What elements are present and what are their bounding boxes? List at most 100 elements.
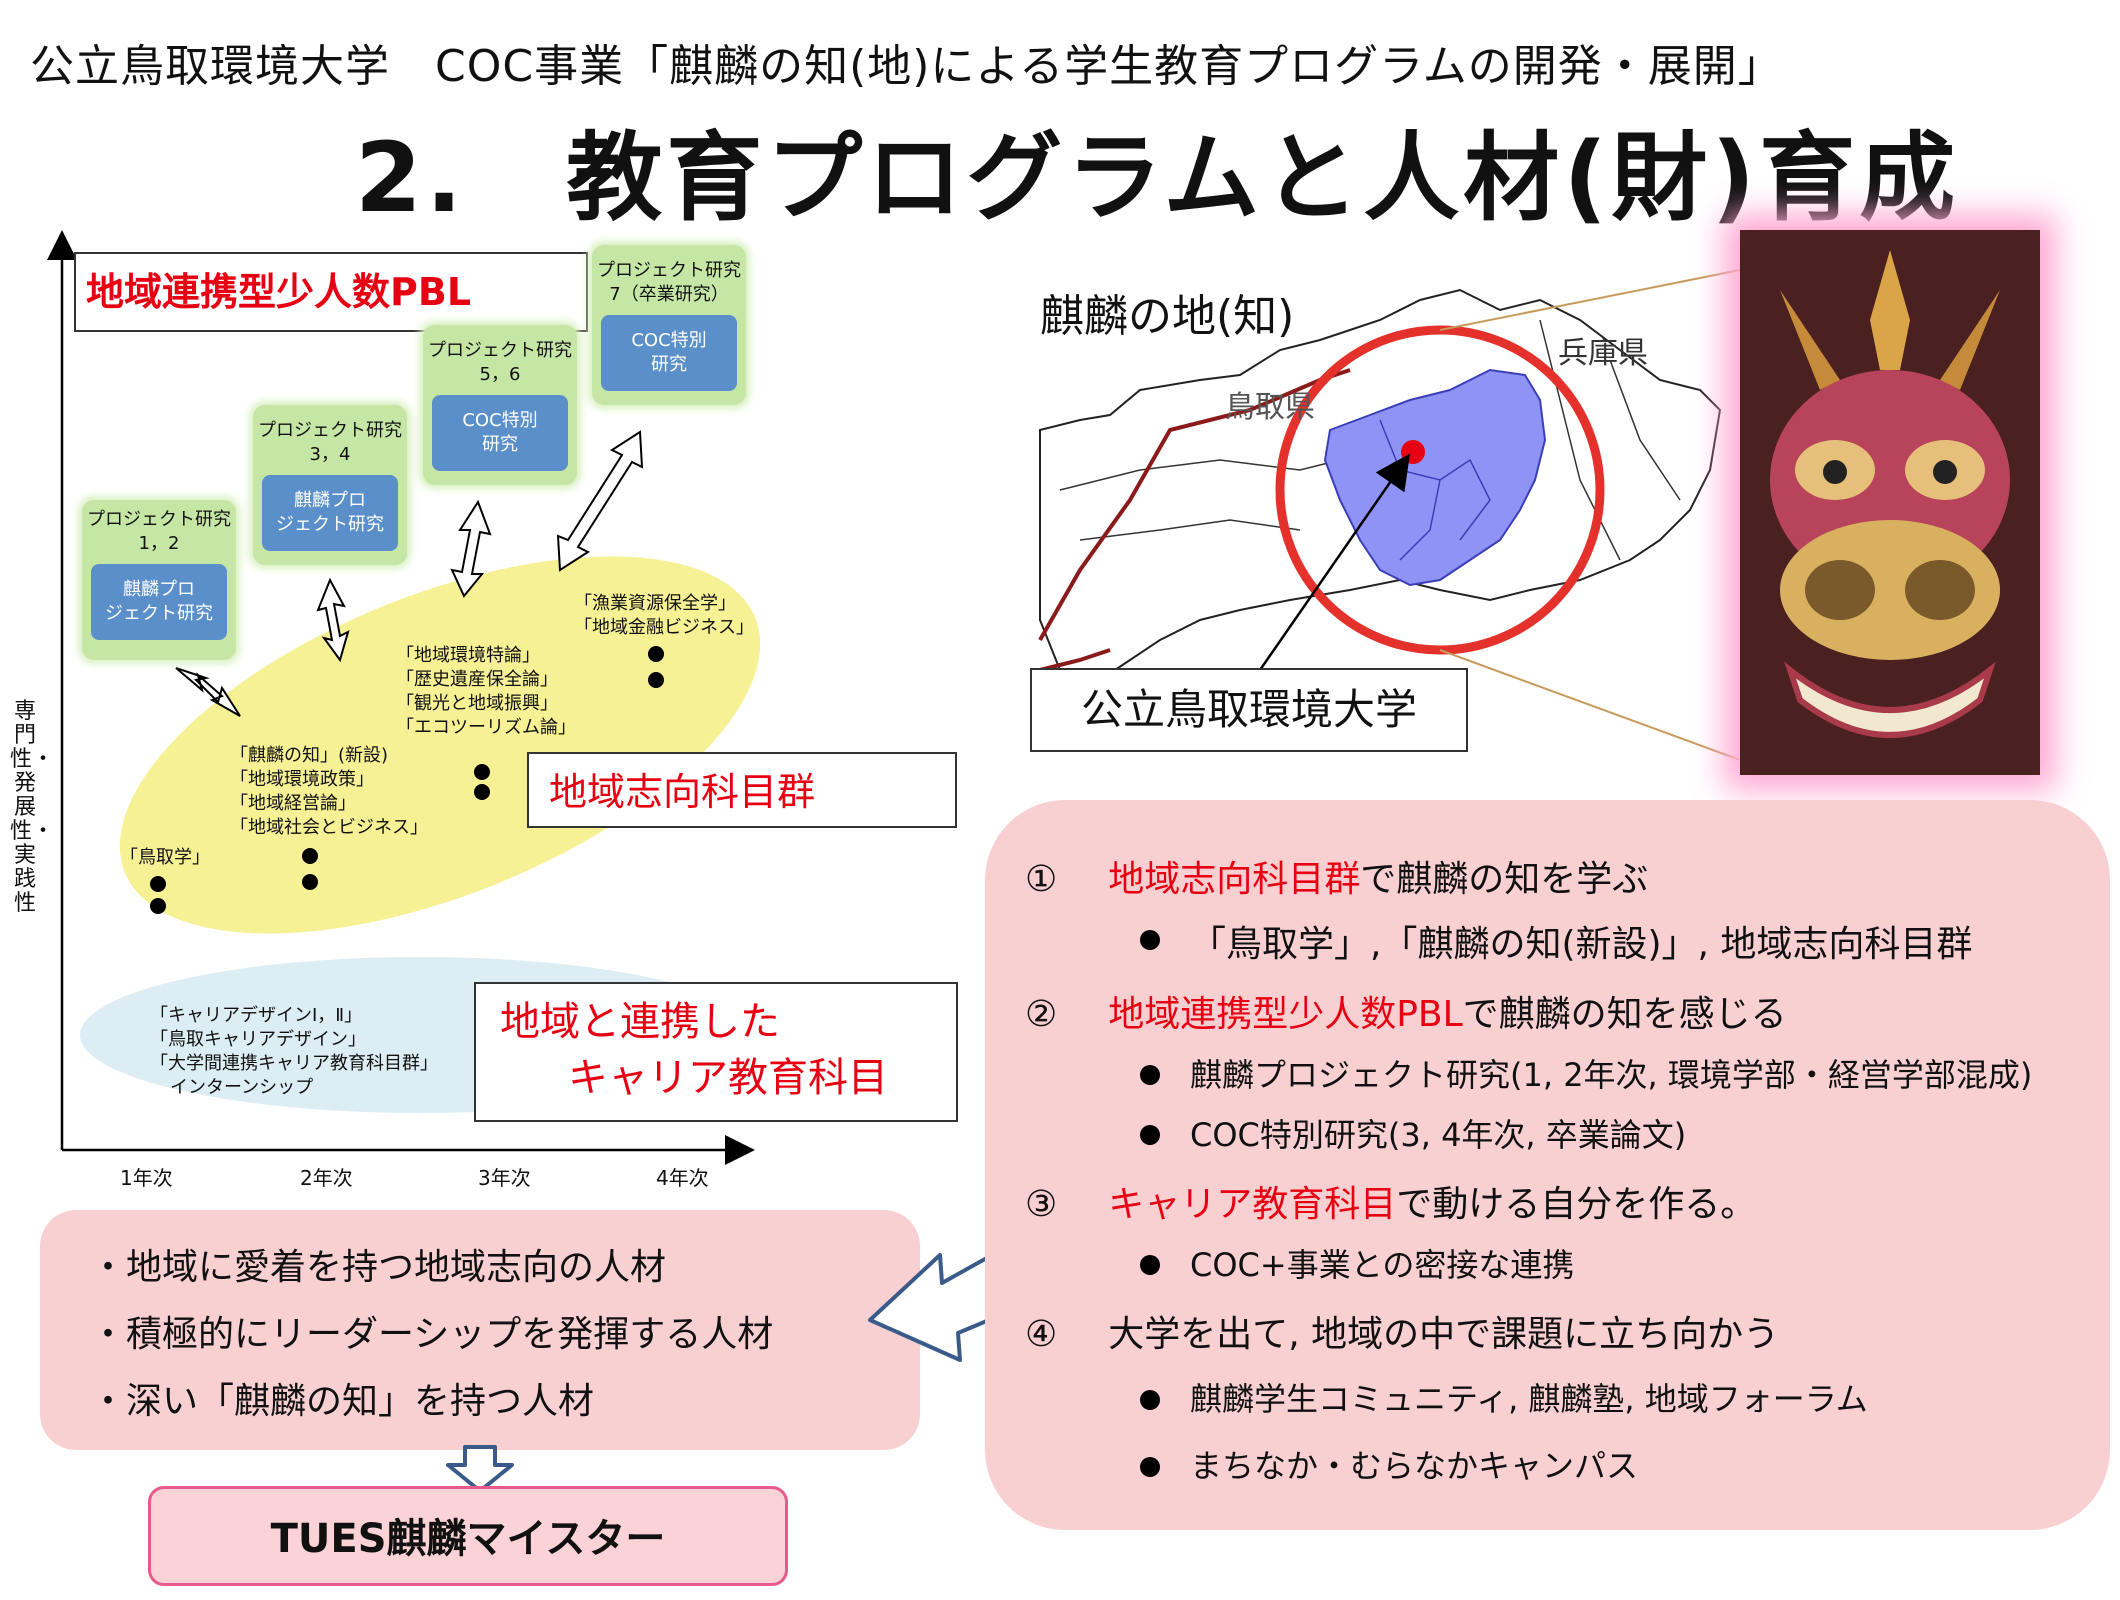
plan-item-highlight: キャリア教育科目	[1108, 1184, 1397, 1225]
course-item: 「麒麟の知」(新設)	[230, 745, 389, 766]
bullet	[1140, 1390, 1160, 1410]
bullet	[1140, 930, 1160, 950]
plan-item-text: で動ける自分を作る。	[1396, 1184, 1757, 1225]
page-title: 2. 教育プログラムと人材(財)育成	[355, 122, 1960, 234]
career-label-line1: 地域と連携した	[500, 999, 780, 1045]
dot	[302, 874, 318, 890]
meister-box: TUES麒麟マイスター	[148, 1486, 788, 1586]
kirin-mask-icon	[1740, 230, 2040, 775]
courses-year4: 「漁業資源保全学」 「地域金融ビジネス」	[574, 592, 754, 640]
plan-item-4: ④ 大学を出て, 地域の中で課題に立ち向かう	[1025, 1305, 1779, 1357]
course-item: 「鳥取学」	[120, 847, 210, 868]
dot	[648, 672, 664, 688]
plan-sub-item: COC+事業との密接な連携	[1190, 1246, 1575, 1284]
project-inner: 麒麟プロ ジェクト研究	[262, 475, 398, 551]
university-location-dot	[1401, 440, 1425, 464]
plan-sub-item: COC特別研究(3, 4年次, 卒業論文)	[1190, 1116, 1687, 1154]
map-figure	[1038, 269, 1740, 760]
career-label-line2: キャリア教育科目	[568, 1055, 888, 1101]
project-label: プロジェクト研究 7（卒業研究）	[597, 260, 741, 305]
double-arrow-3	[450, 499, 492, 598]
y-axis-label: 専門性・発展性・実践性	[10, 699, 55, 916]
outcome-item: ・深い「麒麟の知」を持つ人材	[90, 1381, 595, 1422]
plan-item-number: ②	[1025, 994, 1058, 1035]
map-title: 麒麟の地(知)	[1040, 291, 1295, 342]
course-item: 「大学間連携キャリア教育科目群」	[150, 1053, 438, 1074]
project-box-4: プロジェクト研究 7（卒業研究） COC特別 研究	[592, 245, 746, 405]
course-item: 「地域社会とビジネス」	[230, 817, 428, 838]
project-box-2: プロジェクト研究 3，4 麒麟プロ ジェクト研究	[253, 405, 407, 565]
dot	[474, 764, 490, 780]
career-course-list: 「キャリアデザインⅠ，Ⅱ」 「鳥取キャリアデザイン」 「大学間連携キャリア教育科…	[150, 1004, 438, 1100]
plan-item-text: 大学を出て, 地域の中で課題に立ち向かう	[1108, 1314, 1780, 1355]
project-inner: 麒麟プロ ジェクト研究	[91, 564, 227, 640]
double-arrow-1	[175, 667, 241, 717]
plan-item-1: ① 地域志向科目群で麒麟の知を学ぶ	[1025, 850, 1648, 902]
plan-sub-item: 麒麟学生コミュニティ, 麒麟塾, 地域フォーラム	[1190, 1380, 1868, 1418]
plan-item-number: ④	[1025, 1314, 1058, 1355]
bullet	[1140, 1457, 1160, 1477]
plan-item-highlight: 地域連携型少人数PBL	[1108, 994, 1463, 1035]
course-item: インターンシップ	[170, 1077, 314, 1098]
plan-item-highlight: 地域志向科目群	[1108, 859, 1361, 900]
dot	[648, 646, 664, 662]
dot	[150, 876, 166, 892]
course-item: 「キャリアデザインⅠ，Ⅱ」	[150, 1005, 363, 1026]
course-item: 「鳥取キャリアデザイン」	[150, 1029, 366, 1050]
regional-courses-ellipse	[119, 556, 760, 934]
plan-item-text: で麒麟の知を感じる	[1462, 994, 1787, 1035]
plan-sub-item: 「鳥取学」,「麒麟の知(新設)」, 地域志向科目群	[1190, 924, 1973, 965]
project-inner: COC特別 研究	[432, 395, 568, 471]
kirin-mask-image	[1740, 230, 2040, 775]
project-inner: COC特別 研究	[601, 315, 737, 391]
outcome-item: ・積極的にリーダーシップを発揮する人材	[90, 1314, 774, 1355]
regional-courses-label-box: 地域志向科目群	[527, 752, 957, 828]
bullet	[1140, 1065, 1160, 1085]
plan-item-3: ③ キャリア教育科目で動ける自分を作る。	[1025, 1175, 1756, 1227]
dot	[150, 898, 166, 914]
course-item: 「地域環境政策」	[230, 769, 374, 790]
pref-label-tottori: 鳥取県	[1225, 390, 1315, 425]
dot	[302, 848, 318, 864]
plan-panel: ① 地域志向科目群で麒麟の知を学ぶ 「鳥取学」,「麒麟の知(新設)」, 地域志向…	[985, 800, 2110, 1530]
course-item: 「歴史遺産保全論」	[396, 669, 558, 690]
project-box-3: プロジェクト研究 5，6 COC特別 研究	[423, 325, 577, 485]
outcomes-panel: ・地域に愛着を持つ地域志向の人材 ・積極的にリーダーシップを発揮する人材 ・深い…	[40, 1210, 920, 1450]
double-arrow-2	[316, 577, 350, 663]
project-label: プロジェクト研究 3，4	[258, 420, 402, 465]
courses-year1: 「鳥取学」	[120, 846, 210, 870]
pref-label-hyogo: 兵庫県	[1558, 336, 1648, 371]
university-label-box: 公立鳥取環境大学	[1030, 668, 1468, 752]
project-label: プロジェクト研究 1，2	[87, 509, 231, 554]
courses-year3: 「地域環境特論」 「歴史遺産保全論」 「観光と地域振興」 「エコツーリズム論」	[396, 644, 576, 740]
hollow-arrow-down-icon	[446, 1445, 514, 1493]
career-label-box: 地域と連携した キャリア教育科目	[474, 982, 958, 1122]
plan-item-2: ② 地域連携型少人数PBLで麒麟の知を感じる	[1025, 985, 1787, 1037]
project-label: プロジェクト研究 5，6	[428, 340, 572, 385]
plan-item-text: で麒麟の知を学ぶ	[1360, 859, 1649, 900]
bullet	[1140, 1255, 1160, 1275]
plan-item-number: ③	[1025, 1184, 1058, 1225]
plan-item-number: ①	[1025, 859, 1058, 900]
x-tick-year3: 3年次	[478, 1166, 531, 1190]
course-item: 「エコツーリズム論」	[396, 717, 576, 738]
course-item: 「観光と地域振興」	[396, 693, 558, 714]
course-item: 「漁業資源保全学」	[574, 593, 736, 614]
course-item: 「地域経営論」	[230, 793, 356, 814]
plan-sub-item: まちなか・むらなかキャンパス	[1190, 1447, 1639, 1485]
double-arrow-4	[556, 430, 644, 572]
bullet	[1140, 1125, 1160, 1145]
header-line: 公立鳥取環境大学 COC事業「麒麟の知(地)による学生教育プログラムの開発・展開…	[30, 41, 1783, 92]
x-tick-year2: 2年次	[300, 1166, 353, 1190]
x-tick-year1: 1年次	[120, 1166, 173, 1190]
courses-year2: 「麒麟の知」(新設) 「地域環境政策」 「地域経営論」 「地域社会とビジネス」	[230, 744, 428, 840]
dot	[474, 784, 490, 800]
course-item: 「地域金融ビジネス」	[574, 617, 754, 638]
outcome-item: ・地域に愛着を持つ地域志向の人材	[90, 1247, 667, 1288]
plan-sub-item: 麒麟プロジェクト研究(1, 2年次, 環境学部・経営学部混成)	[1190, 1056, 2033, 1094]
project-box-1: プロジェクト研究 1，2 麒麟プロ ジェクト研究	[82, 500, 236, 660]
tottori-east-region	[1323, 368, 1547, 587]
course-item: 「地域環境特論」	[396, 645, 540, 666]
pbl-label-box: 地域連携型少人数PBL	[74, 252, 588, 332]
x-tick-year4: 4年次	[656, 1166, 709, 1190]
